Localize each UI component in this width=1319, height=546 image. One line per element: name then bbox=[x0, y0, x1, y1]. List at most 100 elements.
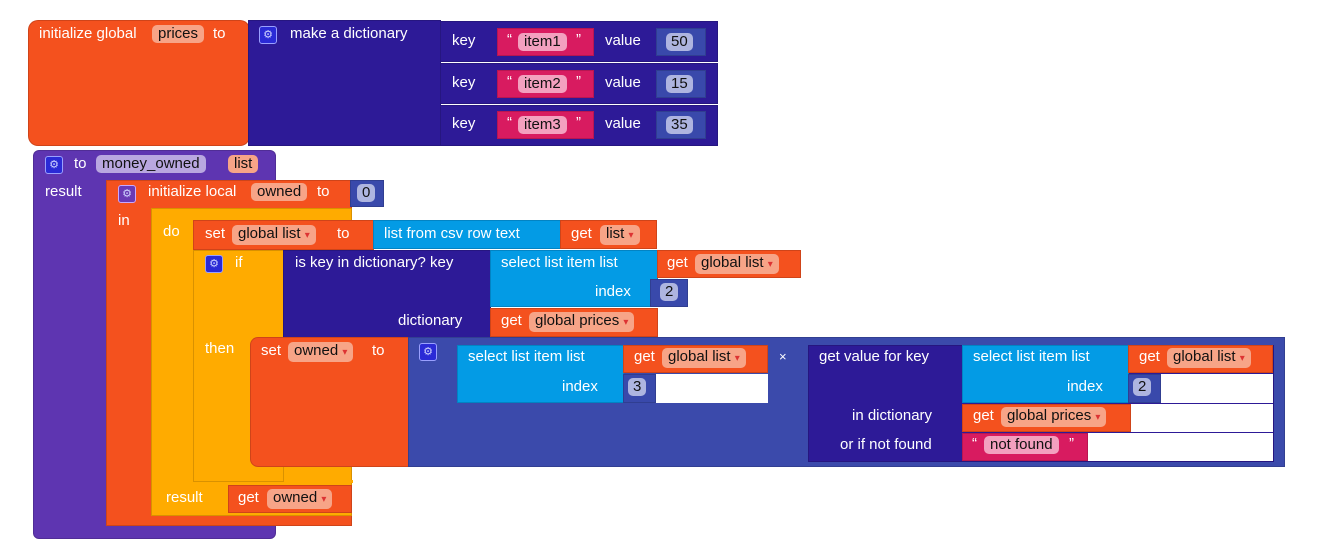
quote-open: “ bbox=[507, 114, 512, 131]
select-list-item-block[interactable] bbox=[457, 345, 624, 403]
to-label: to bbox=[372, 342, 385, 359]
select-label: select list item list bbox=[468, 348, 585, 365]
var-dropdown[interactable]: global list ▾ bbox=[662, 348, 746, 368]
text-field[interactable]: item2 bbox=[518, 75, 567, 93]
dropdown-arrow-icon: ▾ bbox=[767, 259, 773, 270]
get-label: get bbox=[634, 348, 655, 365]
quote-open: “ bbox=[972, 435, 977, 452]
is-key-label: is key in dictionary? key bbox=[295, 254, 454, 271]
local-name-field[interactable]: owned bbox=[251, 183, 308, 201]
quote-close: ” bbox=[576, 73, 581, 90]
var-dropdown[interactable]: owned ▾ bbox=[288, 342, 354, 362]
mutator-gear-icon[interactable]: ⚙ bbox=[45, 156, 63, 174]
to-label: to bbox=[317, 183, 330, 200]
select-label: select list item list bbox=[501, 254, 618, 271]
get-label: get bbox=[571, 225, 592, 242]
result-label: result bbox=[45, 183, 82, 200]
var-name: global list bbox=[238, 225, 301, 242]
get-value-label: get value for key bbox=[819, 348, 930, 365]
number-field[interactable]: 15 bbox=[666, 75, 693, 93]
dropdown-arrow-icon: ▾ bbox=[304, 230, 310, 241]
mutator-gear-icon[interactable]: ⚙ bbox=[205, 255, 223, 273]
index-label: index bbox=[1067, 378, 1103, 395]
to-label: to bbox=[213, 25, 226, 42]
get-label: get bbox=[501, 312, 522, 329]
mutator-gear-icon[interactable]: ⚙ bbox=[419, 343, 437, 361]
index-label: index bbox=[595, 283, 631, 300]
select-list-item-block[interactable] bbox=[490, 250, 658, 307]
initialize-global-block[interactable] bbox=[28, 20, 250, 146]
number-field[interactable]: 3 bbox=[628, 378, 647, 396]
var-dropdown[interactable]: list ▾ bbox=[600, 225, 640, 245]
value-label: value bbox=[605, 32, 641, 49]
var-name: list bbox=[606, 225, 625, 242]
quote-open: “ bbox=[507, 73, 512, 90]
global-name-field[interactable]: prices bbox=[152, 25, 205, 43]
text-field[interactable]: not found bbox=[984, 436, 1059, 454]
quote-close: ” bbox=[576, 114, 581, 131]
multiply-operator: × bbox=[779, 349, 787, 364]
if-label: if bbox=[235, 254, 243, 271]
quote-close: ” bbox=[1069, 435, 1074, 452]
dropdown-arrow-icon: ▾ bbox=[734, 353, 740, 364]
key-label: key bbox=[452, 115, 476, 132]
var-dropdown[interactable]: global prices ▾ bbox=[529, 312, 635, 332]
text-field[interactable]: item1 bbox=[518, 33, 567, 51]
value-label: value bbox=[605, 74, 641, 91]
set-label: set bbox=[261, 342, 282, 359]
var-name: global prices bbox=[535, 312, 620, 329]
select-label: select list item list bbox=[973, 348, 1090, 365]
number-field[interactable]: 2 bbox=[660, 283, 679, 301]
dropdown-arrow-icon: ▾ bbox=[623, 317, 629, 328]
set-label: set bbox=[205, 225, 226, 242]
var-dropdown[interactable]: owned ▾ bbox=[267, 489, 333, 509]
value-label: value bbox=[605, 115, 641, 132]
to-label: to bbox=[74, 155, 87, 172]
dropdown-arrow-icon: ▾ bbox=[321, 494, 327, 505]
mutator-gear-icon[interactable]: ⚙ bbox=[259, 26, 277, 44]
text-field[interactable]: item3 bbox=[518, 116, 567, 134]
number-field[interactable]: 2 bbox=[1133, 378, 1152, 396]
number-field[interactable]: 0 bbox=[357, 184, 376, 202]
key-label: key bbox=[452, 74, 476, 91]
dropdown-arrow-icon: ▾ bbox=[1239, 353, 1245, 364]
select-list-item-block[interactable] bbox=[962, 345, 1129, 403]
result-label: result bbox=[166, 489, 203, 506]
or-if-not-found-label: or if not found bbox=[840, 436, 932, 453]
get-label: get bbox=[973, 407, 994, 424]
do-label: do bbox=[163, 223, 180, 240]
var-name: global list bbox=[701, 254, 764, 271]
list-from-csv-block[interactable] bbox=[373, 220, 561, 249]
var-name: global prices bbox=[1007, 407, 1092, 424]
var-dropdown[interactable]: global prices ▾ bbox=[1001, 407, 1107, 427]
param-field[interactable]: list bbox=[228, 155, 259, 173]
dropdown-arrow-icon: ▾ bbox=[342, 347, 348, 358]
var-dropdown[interactable]: global list ▾ bbox=[1167, 348, 1251, 368]
var-name: global list bbox=[668, 348, 731, 365]
get-label: get bbox=[238, 489, 259, 506]
in-dictionary-label: in dictionary bbox=[852, 407, 933, 424]
then-label: then bbox=[205, 340, 235, 357]
quote-close: ” bbox=[576, 31, 581, 48]
var-name: global list bbox=[1173, 348, 1236, 365]
get-label: get bbox=[667, 254, 688, 271]
init-local-label: initialize local bbox=[148, 183, 237, 200]
csv-label: list from csv row text bbox=[384, 225, 520, 242]
to-label: to bbox=[337, 225, 350, 242]
var-name: owned bbox=[294, 342, 339, 359]
mutator-gear-icon[interactable]: ⚙ bbox=[118, 185, 136, 203]
procedure-name-field[interactable]: money_owned bbox=[96, 155, 206, 173]
var-dropdown[interactable]: global list ▾ bbox=[232, 225, 316, 245]
var-dropdown[interactable]: global list ▾ bbox=[695, 254, 779, 274]
dictionary-label: dictionary bbox=[398, 312, 463, 329]
number-field[interactable]: 35 bbox=[666, 116, 693, 134]
init-global-label: initialize global bbox=[39, 25, 137, 42]
text-block[interactable] bbox=[497, 70, 594, 98]
number-field[interactable]: 50 bbox=[666, 33, 693, 51]
dropdown-arrow-icon: ▾ bbox=[1095, 412, 1101, 423]
quote-open: “ bbox=[507, 31, 512, 48]
make-dictionary-block[interactable] bbox=[248, 20, 441, 146]
make-dictionary-label: make a dictionary bbox=[290, 25, 408, 42]
index-label: index bbox=[562, 378, 598, 395]
var-name: owned bbox=[273, 489, 318, 506]
